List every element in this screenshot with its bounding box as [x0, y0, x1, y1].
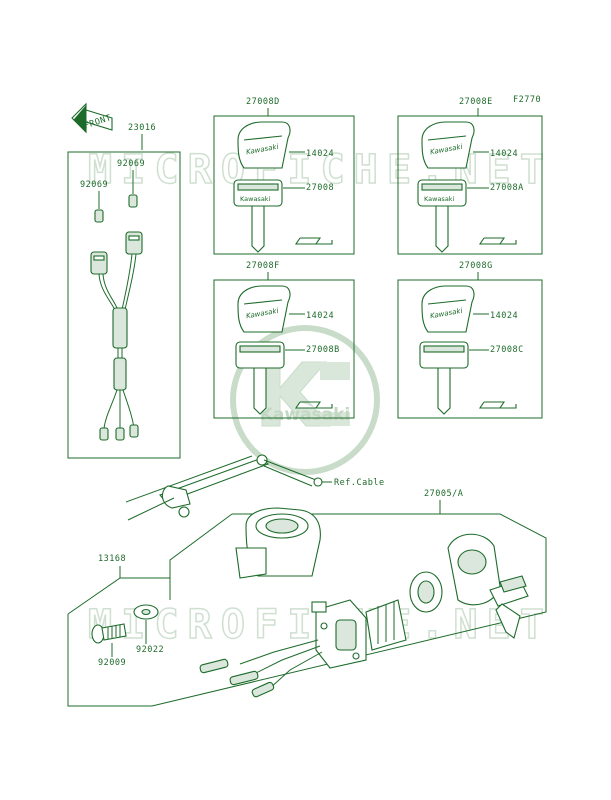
front-arrow-icon: FRONT [71, 102, 113, 134]
ignition-switch-group: 27005/A 13168 92022 92009 [67, 489, 547, 707]
logo-text: Kawasaki [260, 405, 351, 425]
key-head-f-icon: Kawasaki [237, 285, 291, 333]
key-symbol-f [294, 401, 333, 409]
key-symbol-g [478, 401, 517, 409]
key-symbol-e [478, 237, 517, 245]
cable-assembly: Ref.Cable [125, 454, 385, 521]
ignition-keys-icon [489, 575, 529, 639]
label-bolt: 92009 [98, 658, 126, 668]
key-head-e-icon: Kawasaki [421, 121, 475, 169]
label-key-f: 27008B [306, 345, 340, 355]
lock-ring-icon [409, 571, 443, 613]
kawasaki-logo-watermark: Kawasaki [230, 325, 380, 475]
switch-housing-icon [235, 507, 321, 579]
key-blank-brand-d: Kawasaki [240, 195, 271, 203]
key-set-e: 27008E Kawasaki 14024 Kawasaki 27008A [397, 97, 543, 255]
label-key-e: 27008A [490, 183, 524, 193]
label-cap-lower: 92069 [80, 180, 108, 190]
switch-cover-icon [447, 533, 501, 606]
label-key-set-d: 27008D [246, 97, 280, 107]
cable-clamp-icon [161, 485, 191, 509]
washer-icon [133, 604, 159, 620]
label-key-g: 27008C [490, 345, 524, 355]
key-blank-g-icon [419, 341, 469, 415]
label-washer: 92022 [136, 645, 164, 655]
bolt-icon [91, 623, 127, 644]
label-key-head-e: 14024 [490, 149, 518, 159]
label-key-set-g: 27008G [459, 261, 493, 271]
wire-harness-group: 23016 92069 92069 [67, 123, 181, 459]
label-cap-upper: 92069 [117, 159, 145, 169]
key-symbol-d [294, 237, 333, 245]
label-key-set-e: 27008E [459, 97, 493, 107]
key-blank-e-icon: Kawasaki [417, 179, 467, 253]
label-wire-harness: 23016 [128, 123, 156, 133]
key-head-g-icon: Kawasaki [421, 285, 475, 333]
label-ref-cable: Ref.Cable [334, 478, 385, 488]
ignition-switch-icon [199, 599, 407, 698]
key-set-d: 27008D Kawasaki 14024 Kawasaki 27008 [213, 97, 355, 255]
key-blank-f-icon [235, 341, 285, 415]
label-key-head-d: 14024 [306, 149, 334, 159]
connector-left [90, 251, 108, 275]
figure-code: F2770 [513, 95, 541, 105]
label-key-head-f: 14024 [306, 311, 334, 321]
label-key-head-g: 14024 [490, 311, 518, 321]
key-set-g: 27008G Kawasaki 14024 27008C [397, 261, 543, 419]
key-blank-d-icon: Kawasaki [233, 179, 283, 253]
key-set-f: 27008F Kawasaki 14024 27008B [213, 261, 355, 419]
connector-right [125, 231, 143, 255]
wire-sleeve-lower [113, 357, 127, 391]
label-bracket: 13168 [98, 554, 126, 564]
wire-sleeve-upper [112, 307, 128, 349]
label-key-d: 27008 [306, 183, 334, 193]
key-head-d-icon: Kawasaki [237, 121, 291, 169]
label-key-set-f: 27008F [246, 261, 280, 271]
key-blank-brand-e: Kawasaki [424, 195, 455, 203]
label-ignition-switch: 27005/A [424, 489, 463, 499]
